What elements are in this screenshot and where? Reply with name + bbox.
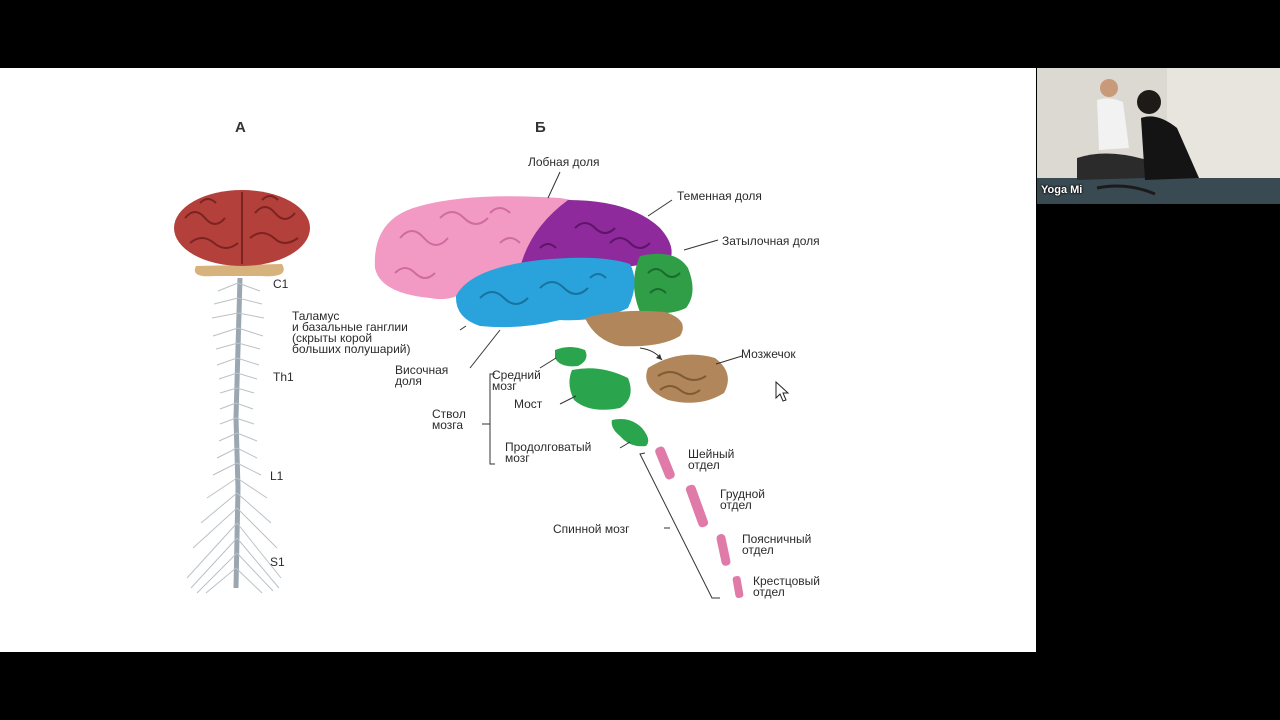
- spine-level-th1: Th1: [273, 370, 294, 384]
- sacral-segment: [732, 575, 744, 599]
- video-frame: [1037, 68, 1280, 204]
- spine-level-c1: C1: [273, 277, 289, 291]
- label-brainstem: Ствол мозга: [432, 407, 466, 432]
- medulla-shape: [611, 419, 649, 447]
- label-cerebellum: Мозжечок: [741, 347, 796, 361]
- pons-shape: [569, 368, 631, 410]
- participant-name: Yoga Mi: [1041, 184, 1083, 196]
- svg-text:Таламус: Таламус: [292, 309, 339, 323]
- cervical-segment: [655, 446, 675, 480]
- brainstem-parts: [555, 347, 649, 447]
- svg-text:отдел: отдел: [742, 543, 774, 557]
- svg-text:и базальные ганглии: и базальные ганглии: [292, 320, 408, 334]
- frontal-lobe: [374, 196, 600, 300]
- label-temporal-lobe: Височная доля: [395, 363, 448, 388]
- svg-text:больших полушарий): больших полушарий): [292, 342, 411, 356]
- label-medulla: Продолговатый мозг: [505, 440, 591, 465]
- label-sacral: Крестцовый отдел: [753, 574, 820, 599]
- svg-text:мозг: мозг: [492, 379, 517, 393]
- temporal-lobe: [455, 257, 635, 328]
- svg-text:доля: доля: [395, 374, 422, 388]
- mouse-cursor-icon: [775, 380, 790, 402]
- label-pons: Мост: [514, 397, 543, 411]
- label-occipital-lobe: Затылочная доля: [722, 234, 820, 248]
- spine-level-s1: S1: [270, 555, 285, 569]
- nervous-system-diagram: А C1 Th1 L1 S1 Б: [174, 119, 820, 599]
- svg-text:Продолговатый: Продолговатый: [505, 440, 591, 454]
- shared-slide: А C1 Th1 L1 S1 Б: [0, 68, 1036, 652]
- participant-video-tile[interactable]: Yoga Mi: [1037, 68, 1280, 204]
- label-thalamus: Таламус и базальные ганглии (скрыты коро…: [292, 309, 411, 356]
- person-body-2: [1141, 116, 1199, 180]
- svg-text:Шейный: Шейный: [688, 447, 734, 461]
- label-frontal-lobe: Лобная доля: [528, 155, 599, 169]
- svg-text:Средний: Средний: [492, 368, 541, 382]
- lumbar-segment: [716, 534, 731, 566]
- svg-text:Поясничный: Поясничный: [742, 532, 811, 546]
- svg-text:Височная: Височная: [395, 363, 448, 377]
- panel-a-label: А: [235, 119, 246, 136]
- svg-text:отдел: отдел: [753, 585, 785, 599]
- label-lumbar: Поясничный отдел: [742, 532, 811, 557]
- svg-text:Ствол: Ствол: [432, 407, 466, 421]
- brain-panel-b: [374, 196, 693, 347]
- label-thoracic: Грудной отдел: [720, 487, 765, 512]
- svg-text:Крестцовый: Крестцовый: [753, 574, 820, 588]
- occipital-lobe: [634, 253, 693, 314]
- svg-text:отдел: отдел: [720, 498, 752, 512]
- label-spinal-cord: Спинной мозг: [553, 522, 630, 536]
- svg-text:мозга: мозга: [432, 418, 463, 432]
- panel-b-label: Б: [535, 119, 546, 136]
- svg-text:(скрыты корой: (скрыты корой: [292, 331, 372, 345]
- spine-level-l1: L1: [270, 469, 284, 483]
- person-body-1: [1097, 98, 1129, 150]
- label-cervical: Шейный отдел: [688, 447, 734, 472]
- svg-text:отдел: отдел: [688, 458, 720, 472]
- spinal-nerves: [186, 277, 282, 594]
- spinal-segments: [655, 446, 744, 599]
- leader-lines: [459, 171, 743, 599]
- person-head-1: [1100, 79, 1118, 97]
- label-midbrain: Средний мозг: [492, 368, 541, 393]
- label-parietal-lobe: Теменная доля: [677, 189, 762, 203]
- svg-text:Грудной: Грудной: [720, 487, 765, 501]
- person-head-2: [1137, 90, 1161, 114]
- thoracic-segment: [685, 484, 709, 528]
- parietal-lobe: [520, 200, 672, 268]
- svg-text:мозг: мозг: [505, 451, 530, 465]
- brain-panel-a: [174, 190, 310, 277]
- cerebellum-in-brain: [585, 310, 683, 347]
- midbrain-shape: [555, 347, 587, 367]
